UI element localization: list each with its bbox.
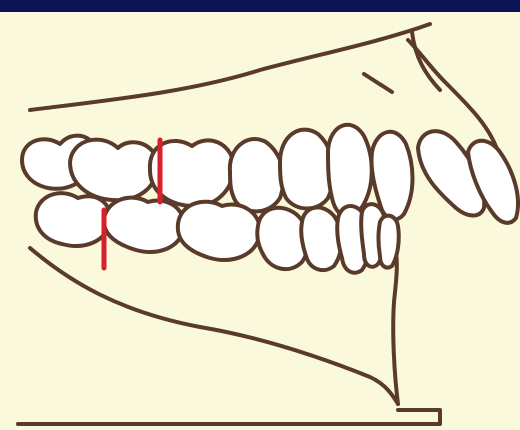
base-ledge: [18, 410, 440, 424]
lower-jaw-outline: [30, 248, 398, 404]
upper-gum-line: [30, 24, 430, 110]
upper-molar-1: [150, 140, 234, 206]
lower-molar-3: [36, 193, 110, 246]
occlusion-diagram: [0, 12, 520, 430]
lower-molar-1: [178, 202, 260, 260]
upper-canine: [328, 125, 372, 216]
lower-incisor-2: [379, 216, 399, 268]
upper-inner-mark: [364, 74, 392, 92]
diagram-panel: [0, 12, 520, 430]
upper-premolar-1: [280, 130, 333, 209]
upper-premolar-2: [230, 139, 284, 211]
lower-premolar-1: [301, 207, 341, 270]
lower-molar-2: [104, 198, 184, 252]
lower-front-outline: [393, 252, 398, 404]
upper-molar-2: [70, 140, 158, 201]
